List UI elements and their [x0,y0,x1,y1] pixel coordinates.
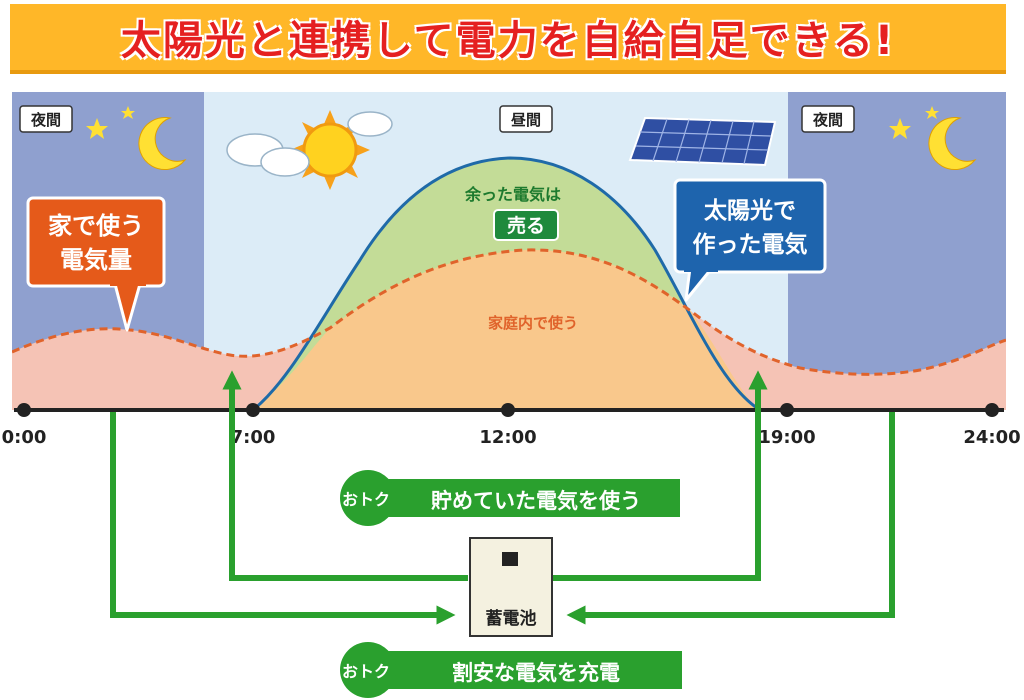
callout-home-usage: 家で使う 電気量 [26,196,166,332]
battery-icon: 蓄電池 [469,537,553,637]
charge-arrows [110,412,895,625]
svg-text:電気量: 電気量 [60,246,132,274]
consumption-curve [12,248,1006,376]
tick-label-1: 7:00 [231,427,276,448]
household-label: 家庭内で使う [488,314,578,332]
battery-label: 蓄電池 [486,608,537,629]
svg-text:貯めていた電気を使う: 貯めていた電気を使う [431,489,641,513]
svg-text:作った電気: 作った電気 [693,231,808,258]
page-title: 太陽光と連携して電力を自給自足できる! [120,18,896,64]
household-area [253,249,760,410]
banner-use-stored: おトク 貯めていた電気を使う [340,470,680,526]
svg-text:夜間: 夜間 [812,111,843,129]
svg-text:家で使う: 家で使う [48,212,144,240]
tick-label-2: 12:00 [479,427,536,448]
solar-generation-curve [252,156,761,410]
tick-label-3: 19:00 [758,427,815,448]
discharge-arrows [222,370,768,581]
tick-label-0: 0:00 [2,427,47,448]
badge-label: おトク [342,662,390,681]
period-label-night-left: 夜間 [19,105,73,133]
tick-label-4: 24:00 [963,427,1020,448]
star-icon [889,106,939,139]
period-label-day: 昼間 [499,105,553,133]
svg-text:太陽光で: 太陽光で [704,198,796,224]
surplus-label: 余った電気は [464,185,561,204]
axis-ticks [17,403,999,417]
svg-text:売る: 売る [507,214,545,237]
star-icon [86,106,135,139]
callout-solar: 太陽光で 作った電気 [673,178,827,302]
title-bar: 太陽光と連携して電力を自給自足できる! [10,4,1006,74]
moon-icon [928,117,977,170]
sun-icon [290,110,370,190]
badge-label: おトク [342,490,390,509]
svg-text:昼間: 昼間 [511,111,541,129]
svg-text:夜間: 夜間 [30,111,61,129]
moon-icon [138,117,187,170]
solar-panel-icon [628,116,777,167]
banner-charge-cheap: おトク 割安な電気を充電 [340,642,682,698]
svg-text:割安な電気を充電: 割安な電気を充電 [452,661,620,685]
sell-badge: 売る [493,209,559,241]
period-label-night-right: 夜間 [801,105,855,133]
cloud-icon [226,111,393,177]
